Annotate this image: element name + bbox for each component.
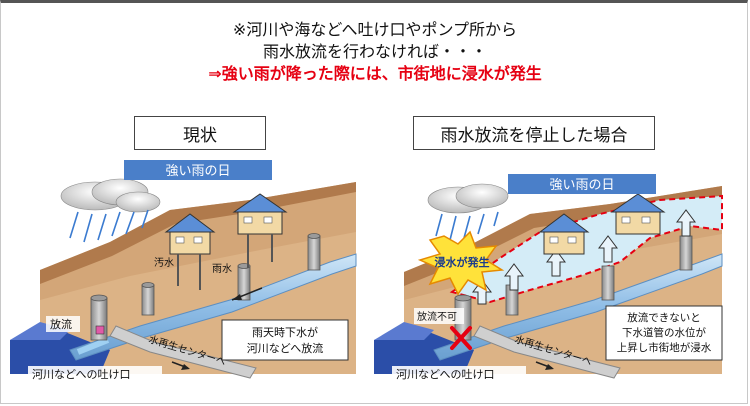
- right-plant-pipe: [473, 325, 621, 379]
- right-callout-line-1: 放流できないと: [627, 311, 701, 324]
- right-label-no-discharge: 放流不可: [417, 310, 457, 323]
- left-house-2: [232, 193, 288, 268]
- right-river: [374, 330, 474, 374]
- right-rain-cloud: [427, 183, 509, 241]
- right-ground-edge: [404, 186, 722, 286]
- stop-x-icon: [450, 326, 472, 350]
- left-scene: 強い雨の日 汚水 雨水 放流 雨天時下水が 河川などへ放流 水再生センターへ 河…: [10, 160, 357, 382]
- left-label-outlet: 河川などへの吐け口: [32, 368, 130, 381]
- right-house-2: [610, 193, 666, 235]
- left-weir: [95, 325, 105, 335]
- left-label-discharge: 放流: [50, 317, 72, 331]
- left-manhole-4: [307, 235, 321, 271]
- right-manhole-3: [601, 265, 615, 301]
- left-callout-box: [221, 319, 349, 361]
- left-overflow-flow: [76, 337, 110, 355]
- left-banner-text: 強い雨の日: [165, 164, 230, 179]
- right-banner-text: 強い雨の日: [549, 178, 614, 193]
- left-river: [10, 330, 110, 374]
- right-house-1: [538, 213, 590, 255]
- right-panel-title: 雨水放流を停止した場合: [413, 116, 655, 150]
- right-manhole-4: [679, 235, 693, 271]
- left-label-sewage: 汚水: [154, 256, 174, 269]
- left-callout-line-2: 河川などへ放流: [247, 341, 323, 355]
- header-warning: ⇒強い雨が降った際には、市街地に浸水が発生: [208, 64, 542, 83]
- left-manhole-2: [141, 284, 155, 316]
- left-panel-title: 現状: [134, 116, 266, 150]
- right-rising-arrows: [472, 209, 696, 305]
- left-banner: [124, 160, 272, 180]
- right-label-outlet: 河川などへの吐け口: [396, 368, 494, 381]
- left-rain-cloud: [60, 178, 161, 243]
- flood-burst-icon: [417, 230, 505, 296]
- right-callout-box: [605, 305, 723, 361]
- left-ground-edge: [40, 182, 356, 284]
- header-line-2: 雨水放流を行わなければ・・・: [262, 42, 487, 61]
- right-main-pipe: [433, 253, 723, 361]
- left-plant-pipe: [109, 325, 257, 379]
- right-outlet-structure: [374, 322, 434, 340]
- left-house-1: [164, 213, 216, 290]
- flood-burst-text: 浸水が発生: [435, 255, 490, 269]
- right-scene: 浸水が発生 強い雨の日 放流不可 放流できないと 下水道管の水位が 上昇し市街地…: [374, 174, 723, 382]
- right-banner: [508, 174, 656, 194]
- left-label-rain: 雨水: [212, 263, 232, 275]
- left-main-pipe: [69, 253, 357, 361]
- header-line-1: ※河川や海などへ吐け口やポンプ所から: [232, 20, 518, 39]
- right-callout-line-2: 下水道管の水位が: [622, 326, 706, 339]
- right-callout-line-3: 上昇し市街地が浸水: [617, 341, 712, 354]
- left-callout-line-1: 雨天時下水が: [252, 325, 318, 339]
